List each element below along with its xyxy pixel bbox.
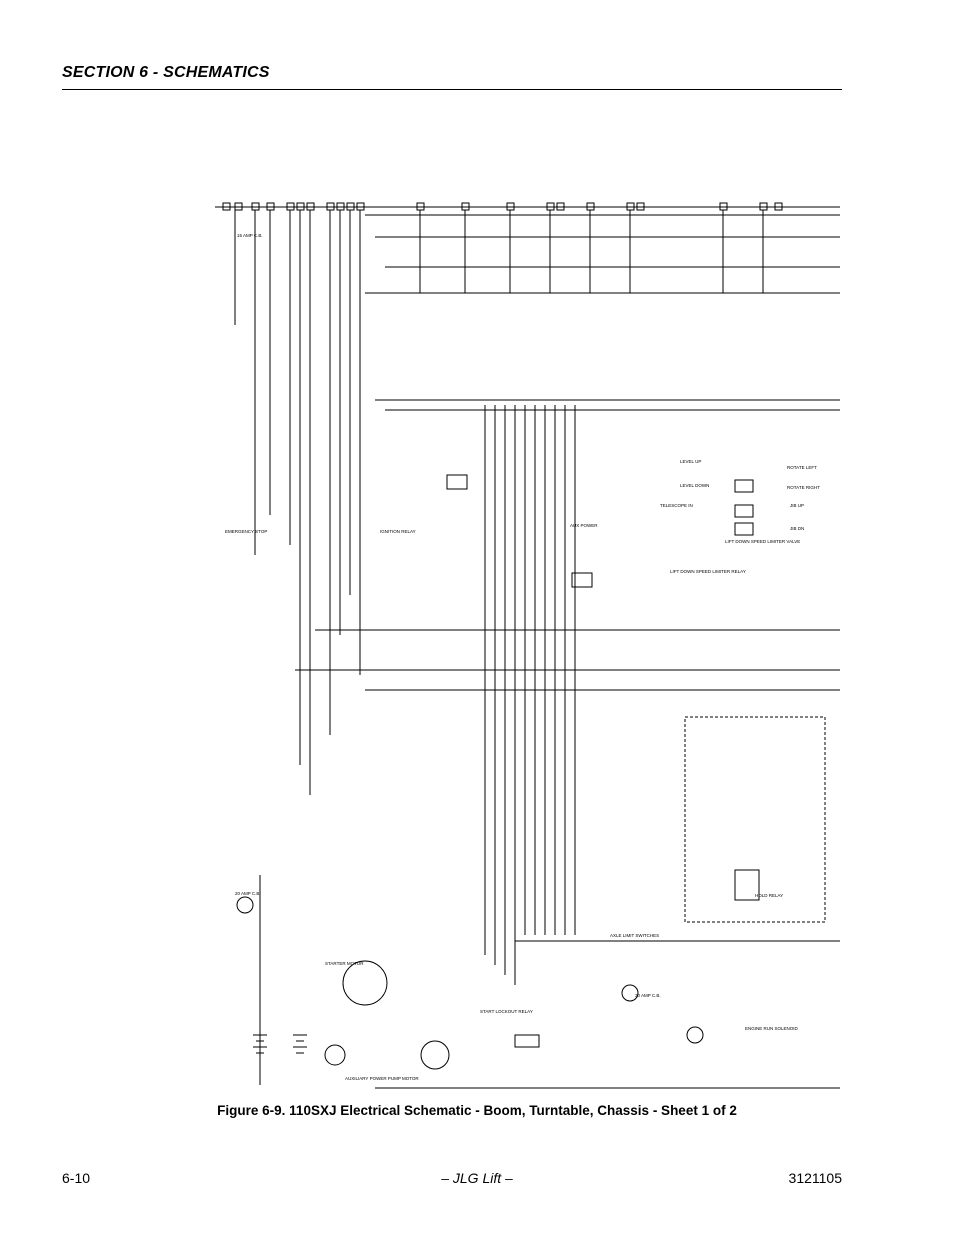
- label-emergency-stop: EMERGENCY STOP: [225, 529, 267, 534]
- label-telescope-in: TELESCOPE IN: [660, 503, 693, 508]
- document-number: 3121105: [788, 1170, 842, 1186]
- label-aux-power: AUX POWER: [570, 523, 598, 528]
- publisher-footer: – JLG Lift –: [441, 1170, 513, 1186]
- label-level-down: LEVEL DOWN: [680, 483, 709, 488]
- label-hold-relay: HOLD RELAY: [755, 893, 783, 898]
- figure-caption: Figure 6-9. 110SXJ Electrical Schematic …: [217, 1103, 737, 1118]
- label-engine-run-solenoid: ENGINE RUN SOLENOID: [745, 1026, 799, 1031]
- electrical-schematic: EMERGENCY STOP IGNITION RELAY AUX POWER …: [215, 202, 840, 1089]
- label-15-amp: 15 AMP C.B.: [237, 233, 263, 238]
- label-lift-down-valve: LIFT DOWN SPEED LIMITER VALVE: [725, 539, 800, 544]
- label-30-amp: 30 AMP C.B.: [635, 993, 661, 998]
- label-rotate-left: ROTATE LEFT: [787, 465, 817, 470]
- label-20-amp: 20 AMP C.B.: [235, 891, 261, 896]
- vertical-wires: [234, 210, 764, 1085]
- label-jib-up: JIB UP: [790, 503, 804, 508]
- label-start-lockout-relay: START LOCKOUT RELAY: [480, 1009, 533, 1014]
- horizontal-buses: [215, 206, 840, 1089]
- label-lift-down-relay: LIFT DOWN SPEED LIMITER RELAY: [670, 569, 746, 574]
- label-rotate-right: ROTATE RIGHT: [787, 485, 820, 490]
- power-components: [236, 896, 704, 1070]
- label-level-up: LEVEL UP: [680, 459, 701, 464]
- page-number: 6-10: [62, 1170, 91, 1186]
- section-title: SECTION 6 - SCHEMATICS: [62, 64, 270, 81]
- label-aux-pump-motor: AUXILIARY POWER PUMP MOTOR: [345, 1076, 419, 1081]
- relay-components: [446, 474, 826, 1048]
- label-starter-motor: STARTER MOTOR: [325, 961, 364, 966]
- schematic-labels: EMERGENCY STOP IGNITION RELAY AUX POWER …: [225, 233, 820, 1081]
- label-axle-limit-switches: AXLE LIMIT SWITCHES: [610, 933, 659, 938]
- label-jib-dn: JIB DN: [790, 526, 804, 531]
- header-rule: [62, 89, 842, 90]
- label-ignition-relay: IGNITION RELAY: [380, 529, 416, 534]
